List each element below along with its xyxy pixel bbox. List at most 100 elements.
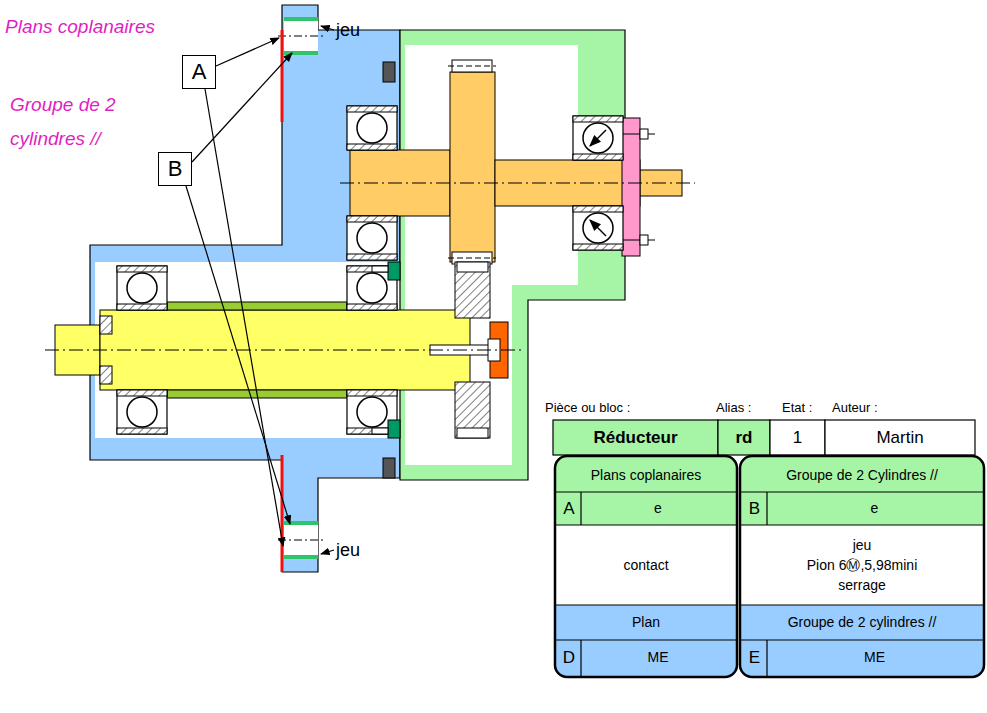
title-block <box>555 491 737 492</box>
title-block <box>766 640 767 677</box>
table-cell: B <box>742 492 767 525</box>
title-block <box>555 456 737 677</box>
table-cell: Martin <box>825 420 975 455</box>
title-block <box>740 456 984 525</box>
clearance-label: jeu <box>336 538 381 562</box>
table-cell: contact <box>557 525 735 605</box>
lower-shaft <box>100 366 112 384</box>
seals <box>383 62 395 82</box>
pin-holes <box>284 555 318 559</box>
table-cell: A <box>557 492 581 525</box>
centre-lines <box>45 183 695 350</box>
title-block <box>770 420 825 455</box>
table-cell: Réducteur <box>553 420 718 455</box>
table-cell: e <box>581 492 735 525</box>
title-block <box>825 420 975 455</box>
callout-letter: B <box>168 157 183 181</box>
clearance-label: jeu <box>336 18 381 42</box>
leader-lines <box>205 89 283 546</box>
table-header: Pièce ou bloc : <box>545 399 705 417</box>
table-cell: Plans coplanaires <box>557 458 735 492</box>
title-block <box>555 639 737 640</box>
end-cap <box>640 129 648 139</box>
upper-shaft <box>448 66 496 67</box>
coplanar-faces <box>281 455 284 572</box>
callout-letter-box: B <box>158 152 192 186</box>
bearings <box>347 216 397 260</box>
seals <box>383 458 395 478</box>
table-header: Alias : <box>716 399 776 417</box>
screws <box>372 428 388 434</box>
pin-holes <box>278 36 324 37</box>
upper-shaft <box>450 72 495 262</box>
housing-blue <box>90 5 400 572</box>
title-block <box>740 456 984 677</box>
table-cell: Plan <box>557 605 735 640</box>
lower-gear <box>457 262 488 272</box>
centre-lines <box>45 350 525 351</box>
bearings <box>590 130 606 146</box>
title-block <box>766 492 767 525</box>
pin-holes <box>278 18 324 558</box>
lower-gear <box>455 382 490 438</box>
lower-shaft <box>100 316 112 334</box>
leader-lines <box>186 186 290 524</box>
table-cell: jeu <box>742 535 982 555</box>
table-cell: rd <box>718 420 770 455</box>
table-cell: Groupe de 2 Cylindres // <box>742 458 982 492</box>
table-cell: Groupe de 2 cylindres // <box>742 605 982 640</box>
title-block <box>740 604 984 605</box>
table-header: Etat : <box>782 399 830 417</box>
title-block <box>555 605 737 677</box>
bearings <box>117 390 167 434</box>
bearings <box>573 206 623 250</box>
coplanar-faces <box>282 30 283 572</box>
table-cell: ME <box>581 640 735 675</box>
bearings <box>117 106 623 434</box>
title-block <box>580 492 581 525</box>
upper-shaft <box>448 258 496 259</box>
pin-holes <box>278 540 324 541</box>
pin-holes <box>284 17 318 21</box>
title-block <box>553 420 984 677</box>
title-block <box>555 524 737 525</box>
lower-shaft <box>167 302 347 310</box>
upper-shaft <box>350 60 682 264</box>
title-block <box>555 456 737 677</box>
table-cell: D <box>557 640 581 675</box>
title-block <box>740 639 984 640</box>
leader-lines <box>321 26 334 30</box>
table-cell: Pion 6Ⓜ,5,98mini <box>742 555 982 575</box>
centre-lines <box>340 183 695 184</box>
title-block <box>718 420 770 455</box>
end-cap <box>622 118 640 256</box>
lower-gear <box>455 262 490 318</box>
leader-lines <box>186 26 334 554</box>
end-cap <box>640 235 648 245</box>
title-block <box>740 524 984 525</box>
leader-lines <box>216 38 279 66</box>
bearings <box>590 220 606 236</box>
table-cell: E <box>742 640 767 675</box>
coplanar-faces <box>281 30 284 122</box>
title-block <box>580 640 581 677</box>
title-block <box>740 525 984 605</box>
table-cell: serrage <box>742 575 982 595</box>
note-label: Groupe de 2 cylindres // <box>10 88 150 158</box>
bearings <box>117 266 167 310</box>
title-block <box>740 456 984 677</box>
title-block <box>555 604 737 605</box>
lower-gear <box>457 428 488 438</box>
bearings <box>573 116 623 160</box>
housing-blue <box>90 5 400 572</box>
title-block <box>555 456 737 525</box>
callout-letter: A <box>192 60 207 84</box>
pin-holes <box>284 51 318 55</box>
table-cell: e <box>767 492 982 525</box>
screws <box>372 266 388 272</box>
note-label: Plans coplanaires <box>5 12 180 42</box>
title-block <box>740 491 984 492</box>
title-block <box>555 525 737 605</box>
